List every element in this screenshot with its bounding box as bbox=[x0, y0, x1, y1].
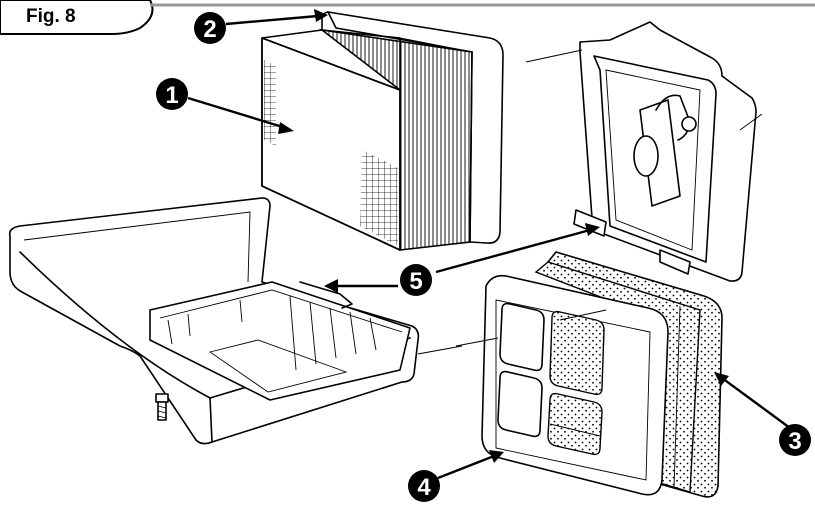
air-cleaner-base bbox=[8, 197, 463, 445]
filter-housing-grille bbox=[455, 274, 669, 496]
callout-2-number: 2 bbox=[203, 16, 216, 43]
callout-3: 3 bbox=[779, 424, 811, 456]
paper-cartridge bbox=[261, 28, 473, 251]
callout-4-number: 4 bbox=[417, 474, 431, 501]
air-cleaner-cover bbox=[525, 21, 763, 282]
figure-tab: Fig. 8 bbox=[0, 0, 815, 35]
callout-5-number: 5 bbox=[409, 268, 422, 295]
callout-1-number: 1 bbox=[165, 82, 178, 109]
callout-2: 2 bbox=[194, 12, 226, 44]
callout-3-number: 3 bbox=[788, 428, 801, 455]
leader-arrows bbox=[187, 9, 791, 480]
callout-1: 1 bbox=[156, 78, 188, 110]
callout-4: 4 bbox=[408, 470, 440, 502]
figure-label: Fig. 8 bbox=[26, 6, 76, 27]
callout-5: 5 bbox=[400, 264, 432, 296]
